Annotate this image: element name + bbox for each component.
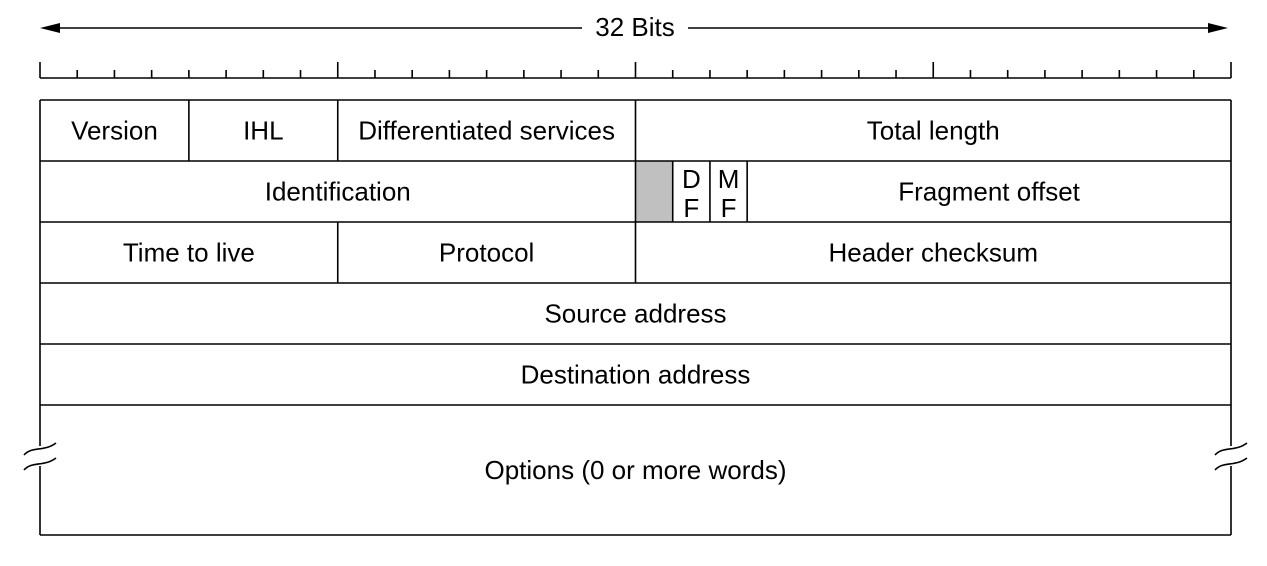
field-label: IHL: [243, 116, 283, 146]
field-label: Time to live: [123, 238, 255, 268]
header-row: Source address: [39, 282, 1232, 344]
header-field: Version: [71, 116, 158, 146]
header-field: Differentiated services: [358, 116, 615, 146]
header-field: Destination address: [521, 360, 751, 390]
break-marks: [23, 442, 1248, 471]
header-row: Time to live Protocol Header checksum: [39, 221, 1232, 283]
header-field: Source address: [544, 299, 726, 329]
field-label: Protocol: [439, 238, 534, 268]
bits-title: 32 Bits: [595, 12, 675, 42]
header-field: [635, 161, 673, 222]
arrow-head-left-icon: [40, 23, 60, 33]
header-field: DF: [682, 164, 701, 223]
header-field: MF: [718, 164, 740, 223]
header-field: Header checksum: [828, 238, 1038, 268]
reserved-bit-cell: [635, 161, 673, 222]
header-field: Fragment offset: [898, 177, 1080, 207]
field-label: Identification: [265, 177, 411, 207]
header-field: Identification: [265, 177, 411, 207]
field-label: Destination address: [521, 360, 751, 390]
header-rows: Version IHL Differentiated services Total l…: [39, 99, 1232, 536]
break-mark-left-icon: [23, 442, 57, 471]
bit-span-arrow: 32 Bits: [40, 12, 1228, 42]
header-row: Destination address: [39, 343, 1232, 405]
field-label: Source address: [544, 299, 726, 329]
header-row: Options (0 or more words): [39, 404, 1232, 536]
arrow-head-right-icon: [1208, 23, 1228, 33]
field-label: Fragment offset: [898, 177, 1080, 207]
header-field: Time to live: [123, 238, 255, 268]
field-label: Options (0 or more words): [485, 455, 787, 485]
flag-label-top: D: [682, 164, 701, 194]
flag-label-top: M: [718, 164, 740, 194]
bit-ruler: [39, 62, 1232, 79]
header-field: Protocol: [439, 238, 534, 268]
field-label: Header checksum: [828, 238, 1038, 268]
field-label: Total length: [867, 116, 1000, 146]
header-field: IHL: [243, 116, 283, 146]
header-field: Total length: [867, 116, 1000, 146]
header-field: Options (0 or more words): [485, 455, 787, 485]
field-label: Version: [71, 116, 158, 146]
field-label: Differentiated services: [358, 116, 615, 146]
break-mark-right-icon: [1214, 442, 1248, 471]
flag-label-bottom: F: [721, 193, 737, 223]
header-row: Version IHL Differentiated services Total l…: [39, 99, 1232, 161]
flag-label-bottom: F: [683, 193, 699, 223]
